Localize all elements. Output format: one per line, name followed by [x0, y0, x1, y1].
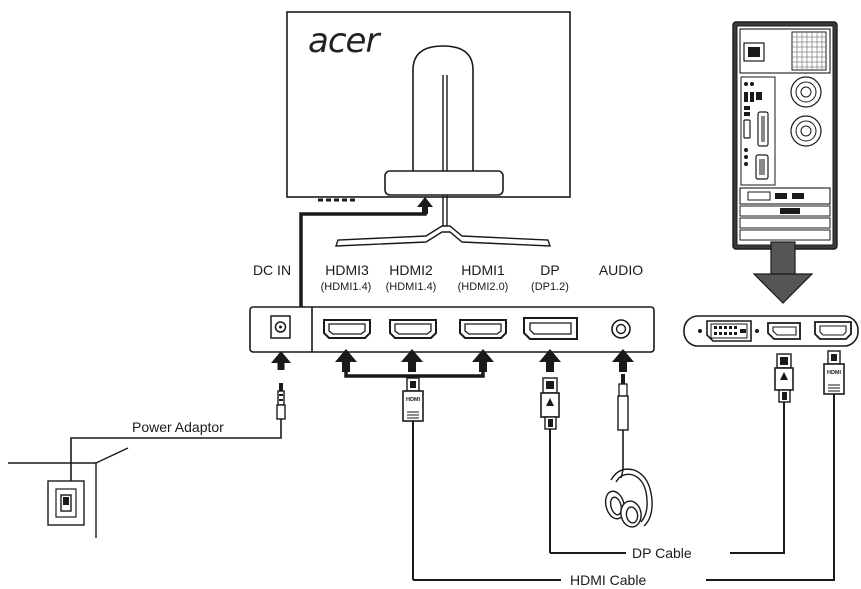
- power-adaptor-label: Power Adaptor: [132, 419, 224, 435]
- audio-plug: [617, 374, 629, 470]
- dc-in-link: [299, 197, 433, 307]
- port-arrows: [271, 349, 634, 372]
- dp-plug-monitor: [540, 377, 560, 553]
- dp-cable-label: DP Cable: [632, 545, 692, 561]
- arrow-up-icon: [539, 349, 561, 372]
- fan-icon: [790, 76, 822, 108]
- hdmi-bracket: [344, 370, 485, 378]
- port-label-dc-in: DC IN: [253, 262, 291, 278]
- pc-tower: [732, 21, 838, 250]
- hdmi-plug-text: HDMI: [827, 370, 842, 376]
- port-label-dp: DP: [540, 262, 559, 278]
- port-labels: DC IN HDMI3 (HDMI1.4) HDMI2 (HDMI1.4) HD…: [253, 262, 643, 293]
- port-sublabel-dp: (DP1.2): [531, 281, 569, 293]
- monitor-stand-neck: [412, 45, 474, 195]
- dc-in-link-arrow-icon: [417, 197, 433, 214]
- arrow-up-icon: [401, 349, 423, 372]
- hdmi1-port: [459, 319, 507, 339]
- hdmi-cable-label: HDMI Cable: [570, 572, 646, 588]
- hdmi2-port: [389, 319, 437, 339]
- graphics-card-panel: [683, 315, 859, 347]
- pc-dp-port: [767, 322, 801, 340]
- hdmi-plug-pc: HDMI: [706, 350, 845, 581]
- headphones-icon: [604, 468, 653, 528]
- brand-logo: acer: [308, 21, 381, 61]
- monitor-back-panel: [286, 11, 571, 198]
- port-label-hdmi2: HDMI2: [389, 262, 433, 278]
- hdmi-plug-text: HDMI: [406, 397, 421, 403]
- port-label-hdmi3: HDMI3: [325, 262, 369, 278]
- port-sublabel-hdmi2: (HDMI1.4): [386, 281, 437, 293]
- dc-plug: [70, 383, 286, 489]
- port-sublabel-hdmi1: (HDMI2.0): [458, 281, 509, 293]
- monitor: acer: [286, 11, 571, 247]
- port-panel-frame: [249, 306, 655, 353]
- fan-icon: [790, 115, 822, 147]
- dvi-port: [698, 320, 759, 342]
- dp-plug-pc: [730, 353, 794, 554]
- arrow-down-icon: [752, 241, 814, 304]
- port-sublabel-hdmi3: (HDMI1.4): [321, 281, 372, 293]
- arrow-up-icon: [612, 349, 634, 372]
- pc-hdmi-port: [814, 321, 852, 340]
- arrow-up-icon: [271, 351, 291, 370]
- wall-outlet: [8, 447, 129, 538]
- audio-port: [611, 319, 631, 339]
- monitor-port-cover: [384, 170, 504, 196]
- monitor-port-panel: [249, 306, 655, 353]
- arrow-up-icon: [472, 349, 494, 372]
- arrow-up-icon: [335, 349, 357, 372]
- dp-port: [523, 317, 578, 340]
- port-label-audio: AUDIO: [599, 262, 643, 278]
- hdmi3-port: [323, 319, 371, 339]
- dc-in-port: [270, 315, 291, 339]
- hdmi-plug-monitor: HDMI: [402, 377, 424, 580]
- monitor-stand-base: [335, 225, 551, 247]
- port-label-hdmi1: HDMI1: [461, 262, 505, 278]
